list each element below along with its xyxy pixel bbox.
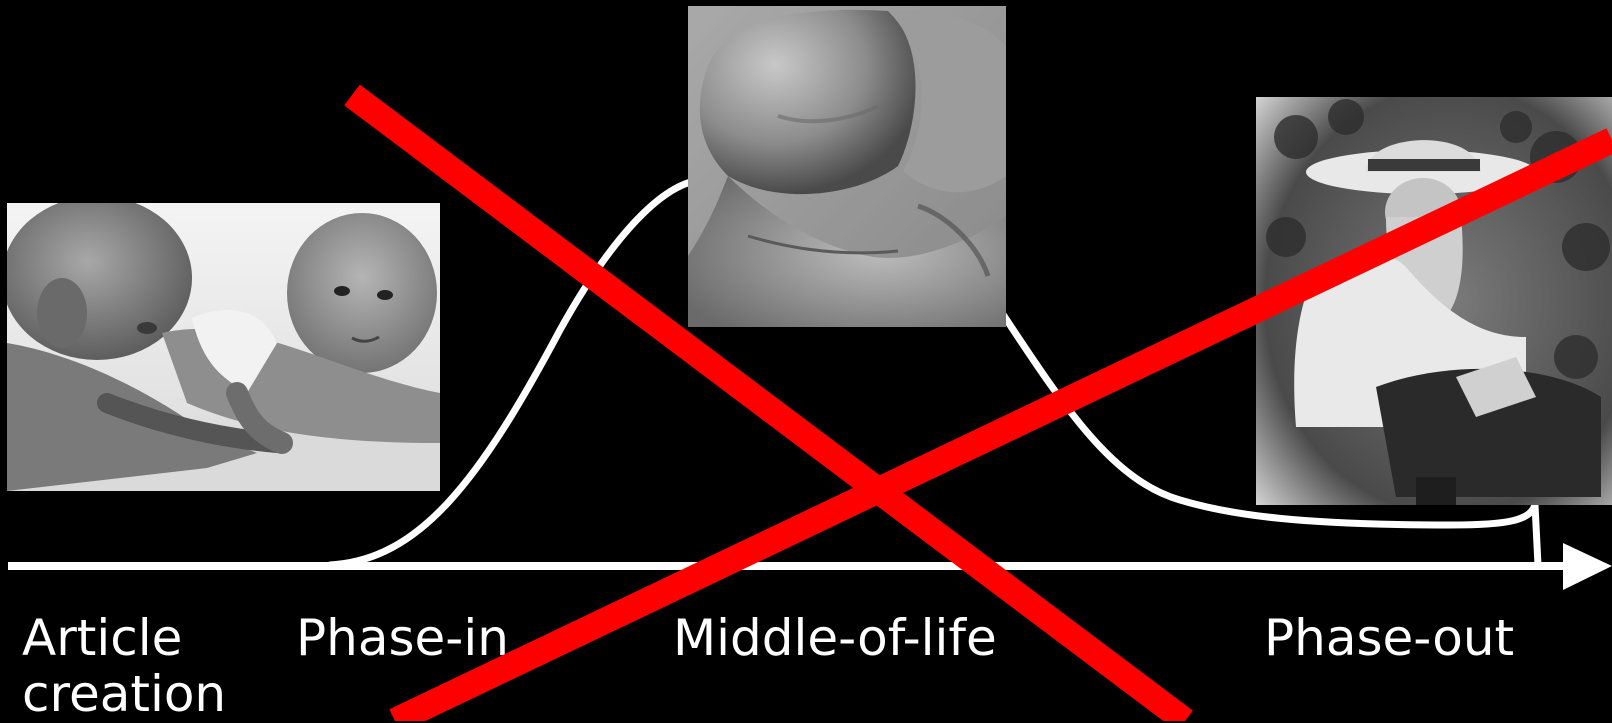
cross-stroke-ascending — [395, 140, 1612, 721]
